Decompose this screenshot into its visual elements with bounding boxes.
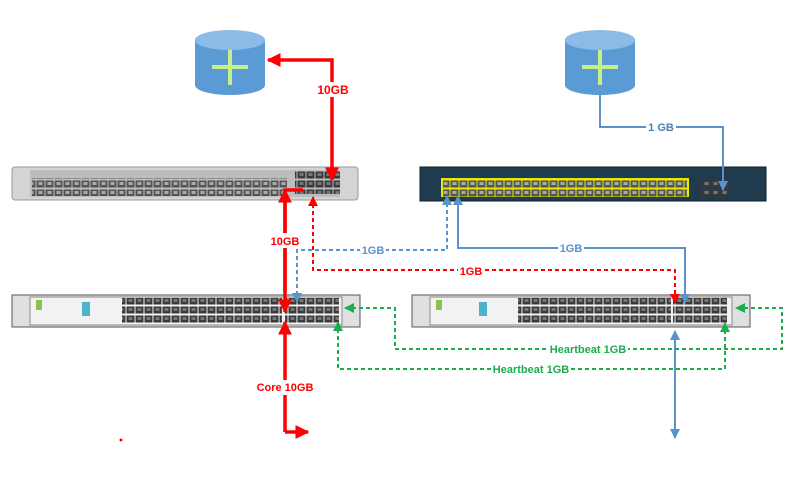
label-heartbeat-2: Heartbeat 1GB [493,364,569,376]
link-heartbeat-1 [344,303,783,350]
stray-dot [119,438,123,442]
link-switch-firewall-left [278,188,303,314]
link-router-switch-left [266,53,339,182]
label-10gb-switch: 10GB [271,236,300,248]
link-heartbeat-2 [333,321,730,370]
label-core: Core 10GB [257,382,314,394]
firewall-left[interactable] [11,294,361,328]
router-icon [212,50,248,85]
label-10gb-router: 10GB [317,83,349,97]
switch-right[interactable] [419,166,767,202]
label-blue-solid: 1GB [560,243,583,255]
label-heartbeat-1: Heartbeat 1GB [550,344,626,356]
firewall-icon [36,300,42,310]
label-1gb-router: 1 GB [648,122,674,134]
link-core [278,320,310,439]
firewall-icon [436,300,442,310]
router-icon [582,50,618,85]
router-left[interactable] [195,30,265,95]
label-red-dashed: 1GB [460,266,483,278]
firewall-right[interactable] [411,294,751,328]
router-right[interactable] [565,30,635,95]
label-blue-dashed: 1GB [362,245,385,257]
switch-left[interactable] [11,166,359,201]
